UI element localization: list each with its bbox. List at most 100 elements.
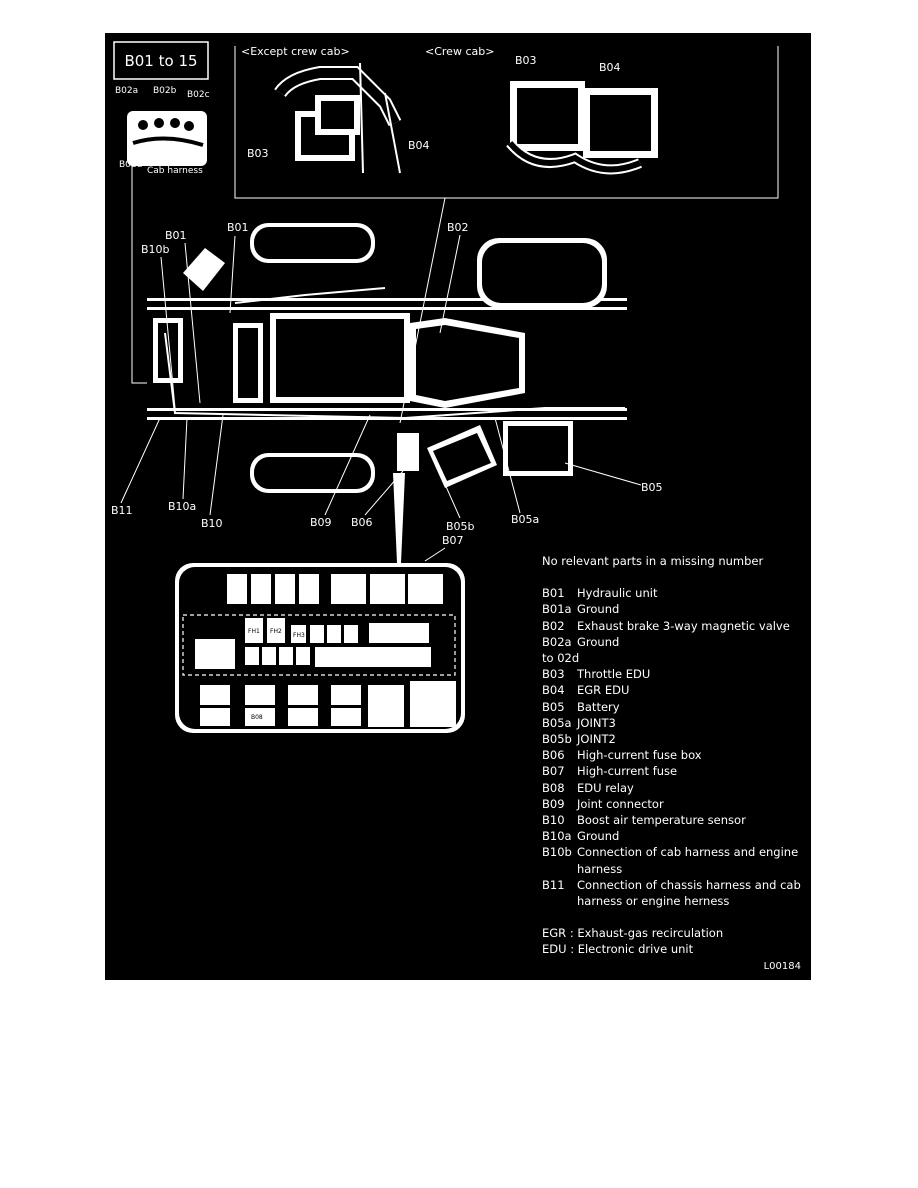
legend-item-code: B10b bbox=[542, 845, 572, 860]
view-label-crew-cab: <Crew cab> bbox=[425, 45, 494, 58]
legend-item-code: B10a bbox=[542, 829, 572, 844]
callout-b04-except-crew-cab: B04 bbox=[408, 139, 430, 152]
legend-item-code: B04 bbox=[542, 683, 565, 698]
legend-item: to 02d bbox=[542, 650, 804, 666]
legend: No relevant parts in a missing number B0… bbox=[542, 553, 804, 958]
title: B01 to 15 bbox=[124, 52, 197, 70]
callout-b10a: B10a bbox=[168, 500, 196, 513]
callout-b09: B09 bbox=[310, 516, 332, 529]
legend-item-code: B06 bbox=[542, 748, 565, 763]
legend-item: B01 Hydraulic unit bbox=[542, 585, 804, 601]
legend-item-desc: Joint connector bbox=[577, 796, 664, 811]
legend-item-desc: Throttle EDU bbox=[577, 667, 651, 682]
callout-cab-harness: Cab harness bbox=[147, 166, 203, 176]
zoom-pointer bbox=[393, 473, 405, 563]
wiring-diagram-panel: B01 to 15 <Except crew cab> <Crew cab> B… bbox=[105, 33, 811, 980]
callout-b02c: B02c bbox=[187, 90, 210, 100]
legend-item-code: B10 bbox=[542, 813, 565, 828]
title-box bbox=[113, 41, 209, 80]
legend-item: B05a JOINT3 bbox=[542, 715, 804, 731]
abbreviation-egr: EGR : Exhaust-gas recirculation bbox=[542, 926, 724, 941]
callout-b05b: B05b bbox=[446, 520, 475, 533]
callout-b05a: B05a bbox=[511, 513, 539, 526]
except-crew-cab-edu-illustration bbox=[274, 62, 402, 174]
legend-item-desc: JOINT3 bbox=[577, 715, 616, 730]
legend-item-code: B05a bbox=[542, 715, 572, 730]
legend-item: B11 Connection of chassis harness and cab… bbox=[542, 877, 804, 909]
legend-item: B07 High-current fuse bbox=[542, 763, 804, 779]
fuse-box-detail bbox=[175, 563, 465, 733]
legend-item-desc: JOINT2 bbox=[577, 732, 616, 747]
b02-ground-detail bbox=[127, 111, 207, 166]
view-label-except-crew-cab: <Except crew cab> bbox=[241, 45, 350, 58]
legend-item: B08 EDU relay bbox=[542, 780, 804, 796]
legend-item-code: B02 bbox=[542, 618, 565, 633]
callout-b01-unit: B01 bbox=[227, 221, 249, 234]
legend-item: B02 Exhaust brake 3-way magnetic valve bbox=[542, 618, 804, 634]
legend-item-desc: Boost air temperature sensor bbox=[577, 813, 746, 828]
legend-item-desc: Ground bbox=[577, 602, 620, 617]
legend-item-code: B02a bbox=[542, 634, 572, 649]
legend-item-desc: Connection of chassis harness and cab ha… bbox=[577, 877, 801, 909]
legend-item-desc: Connection of cab harness and engine har… bbox=[577, 845, 799, 876]
legend-item: B04 EGR EDU bbox=[542, 682, 804, 698]
fuse-fh3: FH3 bbox=[293, 632, 305, 639]
callout-b10: B10 bbox=[201, 517, 223, 530]
callout-b07: B07 bbox=[442, 534, 464, 547]
callout-b04-crew-cab: B04 bbox=[599, 61, 621, 74]
legend-item-code: B05 bbox=[542, 699, 565, 714]
legend-item-desc: Exhaust brake 3-way magnetic valve bbox=[577, 618, 790, 633]
leader-lines bbox=[120, 234, 642, 562]
legend-item: B06 High-current fuse box bbox=[542, 747, 804, 763]
legend-item-code: B08 bbox=[542, 780, 565, 795]
legend-item: B10a Ground bbox=[542, 828, 804, 844]
callout-b11: B11 bbox=[111, 504, 133, 517]
legend-item-desc: EDU relay bbox=[577, 780, 634, 795]
legend-item: B05b JOINT2 bbox=[542, 731, 804, 747]
chassis-illustration bbox=[147, 197, 627, 493]
callout-b05: B05 bbox=[641, 481, 663, 494]
callout-b02b: B02b bbox=[153, 86, 177, 96]
diagram-drawing: B01 to 15 <Except crew cab> <Crew cab> B… bbox=[111, 41, 779, 733]
crew-cab-edu-illustration bbox=[506, 81, 658, 175]
relay-b08: B08 bbox=[251, 714, 263, 721]
callout-b02d: B02d bbox=[119, 160, 142, 170]
legend-item-desc: High-current fuse box bbox=[577, 748, 702, 763]
callout-b02a: B02a bbox=[115, 86, 138, 96]
legend-item: B09 Joint connector bbox=[542, 796, 804, 812]
callout-b10b: B10b bbox=[141, 243, 170, 256]
legend-item-desc: Ground bbox=[577, 829, 620, 844]
legend-item-desc: Ground bbox=[577, 634, 620, 649]
legend-item-code: B01 bbox=[542, 586, 565, 601]
b02-leader bbox=[131, 163, 147, 384]
abbreviation-edu: EDU : Electronic drive unit bbox=[542, 942, 694, 957]
inset-frame bbox=[234, 46, 779, 199]
legend-item-code: B09 bbox=[542, 796, 565, 811]
legend-item-code: to 02d bbox=[542, 651, 580, 666]
callout-b01-frame: B01 bbox=[165, 229, 187, 242]
fuse-fh2: FH2 bbox=[270, 628, 282, 635]
legend-item-desc: EGR EDU bbox=[577, 683, 630, 698]
legend-item-code: B03 bbox=[542, 667, 565, 682]
legend-note: No relevant parts in a missing number bbox=[542, 554, 764, 568]
legend-item-code: B05b bbox=[542, 732, 572, 747]
legend-item: B10 Boost air temperature sensor bbox=[542, 812, 804, 828]
legend-item: B01a Ground bbox=[542, 601, 804, 617]
legend-item-desc: Battery bbox=[577, 699, 620, 714]
legend-item: B03 Throttle EDU bbox=[542, 666, 804, 682]
legend-item: B10b Connection of cab harness and engine… bbox=[542, 844, 804, 876]
legend-item-desc: High-current fuse bbox=[577, 764, 678, 779]
legend-item-code: B01a bbox=[542, 602, 572, 617]
legend-item-code: B11 bbox=[542, 877, 565, 892]
callout-b02: B02 bbox=[447, 221, 469, 234]
figure-id: L00184 bbox=[763, 961, 801, 972]
callout-b03-crew-cab: B03 bbox=[515, 54, 537, 67]
legend-item: B05 Battery bbox=[542, 699, 804, 715]
legend-item-desc: Hydraulic unit bbox=[577, 586, 658, 601]
fuse-fh1: FH1 bbox=[248, 628, 260, 635]
legend-item: B02a Ground bbox=[542, 634, 804, 650]
legend-item-code: B07 bbox=[542, 764, 565, 779]
callout-b03-except-crew-cab: B03 bbox=[247, 147, 269, 160]
callout-b06: B06 bbox=[351, 516, 373, 529]
